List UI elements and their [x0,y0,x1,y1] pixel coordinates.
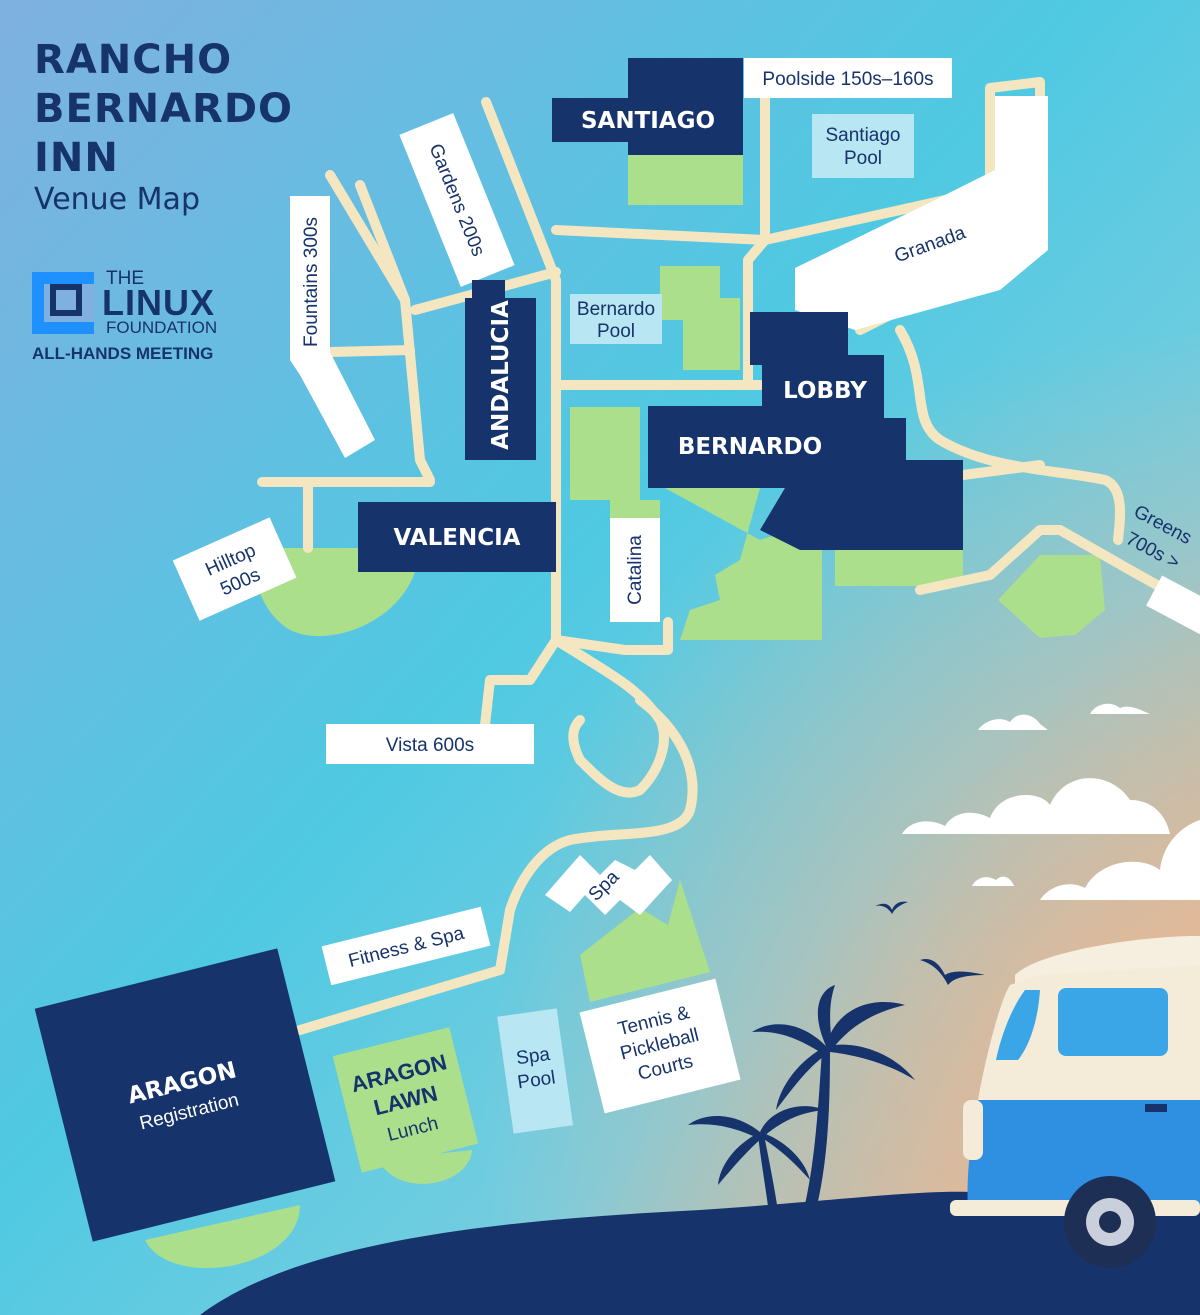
path-vertical-central [743,65,770,385]
santiago-pool [812,114,914,178]
santiago-lawn [628,155,743,205]
granada-building: Granada [795,96,1048,330]
fountains-building: Fountains 300s [290,196,375,458]
spa-pool-label-2: Pool [516,1067,557,1093]
aragon-building: ARAGON Registration [34,948,336,1242]
palm-tree-right [752,985,915,1225]
page-subtitle: Venue Map [34,182,200,217]
cloud-2 [1090,703,1150,714]
title-line-1: RANCHO [34,37,233,83]
catalina-building: Catalina [610,518,660,622]
van-headlight [963,1100,983,1160]
title-line-3: INN [34,135,119,181]
van-window-left [996,990,1040,1060]
title-line-2: BERNARDO [34,86,294,132]
svg-text:VALENCIA: VALENCIA [394,525,521,551]
birds [875,901,985,985]
svg-text:Vista 600s: Vista 600s [386,735,474,756]
van-roof-rack [1015,935,1200,985]
path-vista [480,635,561,730]
cloud-3 [902,778,1170,834]
aragon-front-lawn [145,1205,300,1269]
vista-building: Vista 600s [326,724,534,764]
van-body-bottom [967,1100,1200,1210]
van-handle [1145,1104,1167,1112]
bernardo-pool [570,294,662,344]
aragon-lawn: ARAGON LAWN Lunch [332,1027,479,1173]
palm-tree-left [688,1106,825,1225]
santiago-pool-label-2: Pool [844,148,882,169]
bernardo-label: BERNARDO [678,434,822,460]
bernardo-lawn [665,488,822,640]
lobby-label: LOBBY [783,378,867,404]
linux-foundation-logo-icon [32,272,94,334]
valencia-building: VALENCIA [358,502,556,572]
path-fountains [325,170,435,485]
tennis-building: Tennis & Pickleball Courts [579,978,741,1114]
path-top [551,225,770,245]
ground-hill [200,1191,1200,1315]
logo-event: ALL-HANDS MEETING [32,344,214,363]
svg-text:Fountains 300s: Fountains 300s [301,217,322,347]
santiago-pool-label-1: Santiago [825,125,900,146]
clouds [902,703,1200,900]
van-hub [1099,1211,1121,1233]
svg-text:SANTIAGO: SANTIAGO [581,108,715,134]
logo-linux: LINUX [102,282,215,323]
path-to-spa [551,635,669,798]
svg-text:ANDALUCIA: ANDALUCIA [488,300,514,450]
palm-trees [688,985,915,1225]
tennis-lawn [580,880,710,1002]
poolside-label: Poolside 150s–160s [744,58,952,98]
logo-foundation: FOUNDATION [106,318,218,337]
east-lawn [835,548,963,586]
bernardo-pool-label-2: Pool [597,321,635,342]
path-granada-curve [895,325,1125,545]
spa-pool: Spa Pool [497,1008,574,1134]
navy-buildings: SANTIAGO ANDALUCIA LOBBY BERNARDO VALENC… [34,58,963,1242]
bird-1 [875,901,908,914]
van [950,935,1200,1268]
svg-text:Poolside 150s–160s: Poolside 150s–160s [762,69,933,90]
spa-pool-label-1: Spa [515,1044,552,1070]
path-greens [915,525,1180,600]
santiago-building: SANTIAGO [552,58,743,155]
path-south [295,695,698,1035]
cloud-1 [978,714,1048,730]
pools: Santiago Pool Bernardo Pool Spa Pool [497,114,914,1134]
page-title: RANCHO BERNARDO INN [34,36,293,183]
fitness-spa-building: Fitness & Spa [321,906,491,986]
path-fountains-west [355,180,410,305]
hilltop-building: Hilltop 500s [172,517,297,621]
andalucia-building: ANDALUCIA [465,280,536,460]
spa-building: Spa [545,855,672,915]
logo-the: THE [106,268,144,289]
cloud-5 [972,876,1014,886]
white-buildings: Poolside 150s–160s Granada Gardens 200s … [172,58,1200,1114]
lawns [145,155,1105,1269]
bernardo-pool-lawn [660,266,740,370]
path-lower-loop [551,617,673,655]
bird-2 [920,959,985,985]
svg-text:Catalina: Catalina [625,535,646,605]
linux-foundation-logo: THE LINUX FOUNDATION ALL-HANDS MEETING [32,268,272,368]
bernardo-pool-label-1: Bernardo [577,299,655,320]
path-east [958,460,1045,480]
van-window-main [1058,988,1168,1056]
path-fountains-cross [325,345,415,357]
cloud-4 [1040,820,1200,900]
greens-lawn [998,555,1105,638]
bernardo-lobby-building: LOBBY BERNARDO [648,312,963,550]
